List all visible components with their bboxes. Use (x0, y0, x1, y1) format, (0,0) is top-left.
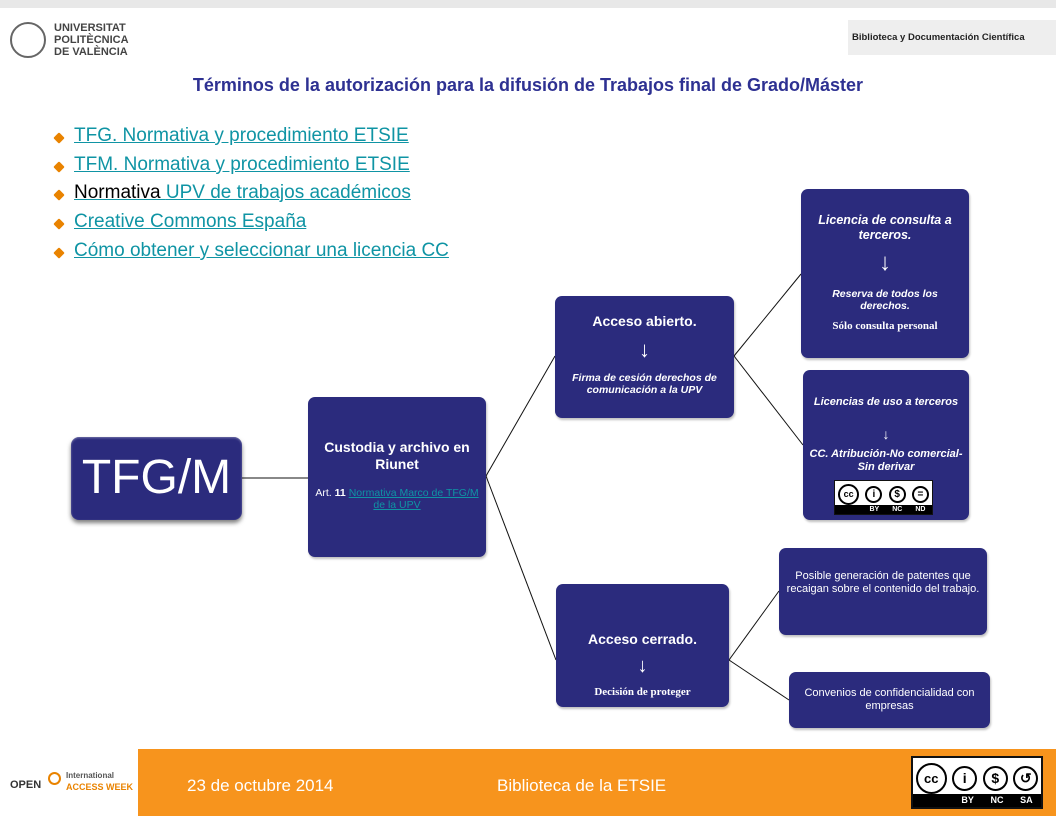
link-label: UPV de trabajos académicos (165, 182, 411, 203)
down-arrow-icon: ↓ (639, 337, 650, 362)
university-line-2: POLITÈCNICA (54, 34, 129, 46)
oaw-open-label: OPEN (10, 779, 42, 791)
connector-cerrado-convenios (728, 659, 790, 701)
page-title: Términos de la autorización para la difu… (192, 75, 864, 95)
licencia-consulta-box: Licencia de consulta a terceros. ↓ Reser… (801, 189, 969, 358)
open-access-lock-icon (48, 772, 61, 785)
uso-text: CC. Atribución-No comercial- Sin derivar (809, 448, 963, 473)
cc-by-nc-nd-badge: cc i $ = BY NC ND (834, 480, 933, 515)
link-tfg-normativa[interactable]: TFG. Normativa y procedimiento ETSIE (74, 125, 409, 146)
cc-label-nc: NC (990, 795, 1004, 805)
custodia-box: Custodia y archivo en Riunet Art. 11 Nor… (308, 397, 486, 557)
nc-icon: $ (888, 485, 906, 503)
connector-custodia-abierto (485, 355, 556, 477)
header-bar (0, 0, 1056, 8)
down-arrow-icon: ↓ (637, 655, 648, 677)
cc-labels: BY NC ND (835, 505, 932, 514)
custodia-title: Custodia y archivo en Riunet (324, 439, 470, 472)
cc-label-by: BY (869, 506, 880, 513)
connector-custodia-cerrado (485, 475, 557, 661)
cc-labels: BY NC SA (913, 794, 1041, 807)
consulta-text-personal: Sólo consulta personal (832, 320, 938, 332)
link-tfm-normativa[interactable]: TFM. Normativa y procedimiento ETSIE (74, 154, 410, 175)
abierto-text: Firma de cesión derechos de comunicación… (572, 372, 717, 396)
university-seal-icon (10, 22, 46, 58)
by-icon: i (865, 485, 883, 503)
cerrado-title: Acceso cerrado. (588, 631, 697, 647)
acceso-cerrado-box: Acceso cerrado. ↓ Decisión de proteger (556, 584, 729, 707)
footer-library: Biblioteca de la ETSIE (497, 776, 667, 795)
uso-title: Licencias de uso a terceros (813, 396, 959, 408)
convenios-box: Convenios de confidencialidad con empres… (789, 672, 990, 728)
article-prefix: Art. (315, 487, 335, 499)
footer-date: 23 de octubre 2014 (187, 776, 334, 795)
cc-label-sa: SA (1020, 795, 1033, 805)
cc-label-by: BY (961, 795, 974, 805)
university-line-1: UNIVERSITAT (54, 22, 126, 34)
custodia-article: Art. 11 Normativa Marco de TFG/M de la U… (308, 487, 486, 511)
patentes-text: Posible generación de patentes que recai… (786, 570, 980, 595)
cc-label-nc: NC (892, 506, 903, 513)
university-line-3: DE VALÈNCIA (54, 46, 128, 58)
unit-label: Biblioteca y Documentación Científica (852, 32, 1025, 43)
cerrado-text: Decisión de proteger (594, 686, 691, 698)
cc-label-nd: ND (915, 506, 926, 513)
open-access-week-logo (0, 749, 138, 816)
link-obtener-licencia[interactable]: Cómo obtener y seleccionar una licencia … (74, 240, 449, 261)
acceso-abierto-box: Acceso abierto. ↓ Firma de cesión derech… (555, 296, 734, 418)
university-logo-text: UNIVERSITAT POLITÈCNICA DE VALÈNCIA (54, 22, 129, 58)
down-arrow-icon: ↓ (879, 249, 891, 276)
tfgm-root-box: TFG/M (71, 437, 242, 520)
down-arrow-icon: ↓ (882, 426, 890, 442)
link-creative-commons[interactable]: Creative Commons España (74, 211, 307, 232)
abierto-title: Acceso abierto. (592, 313, 697, 329)
link-prefix: Normativa (74, 182, 166, 203)
sa-icon: ↺ (1013, 765, 1039, 791)
header-unit-band (848, 20, 1056, 55)
article-number: 11 (334, 487, 346, 499)
connector-abierto-uso (733, 355, 804, 446)
by-icon: i (952, 765, 978, 791)
cc-icon: cc (838, 483, 860, 505)
oaw-international-label: International (66, 771, 115, 780)
link-normativa-upv[interactable]: Normativa UPV de trabajos académicos (74, 182, 411, 204)
nd-icon: = (911, 485, 929, 503)
connector-cerrado-patentes (728, 590, 780, 661)
nc-icon: $ (982, 765, 1008, 791)
cc-icon: cc (915, 762, 947, 794)
licencias-uso-box: Licencias de uso a terceros ↓ CC. Atribu… (803, 370, 969, 520)
cc-by-nc-sa-badge: cc i $ ↺ BY NC SA (911, 756, 1043, 809)
patentes-box: Posible generación de patentes que recai… (779, 548, 987, 635)
connector-abierto-consulta (733, 273, 802, 357)
oaw-access-week-label: ACCESS WEEK (66, 782, 134, 792)
consulta-text-reserva: Reserva de todos los derechos. (832, 288, 938, 312)
consulta-title: Licencia de consulta a terceros. (818, 213, 952, 242)
tfgm-label: TFG/M (81, 451, 232, 504)
convenios-text: Convenios de confidencialidad con empres… (804, 687, 975, 712)
link-normativa-marco[interactable]: Normativa Marco de TFG/M de la UPV (348, 487, 479, 511)
footer-bar (0, 749, 1056, 816)
